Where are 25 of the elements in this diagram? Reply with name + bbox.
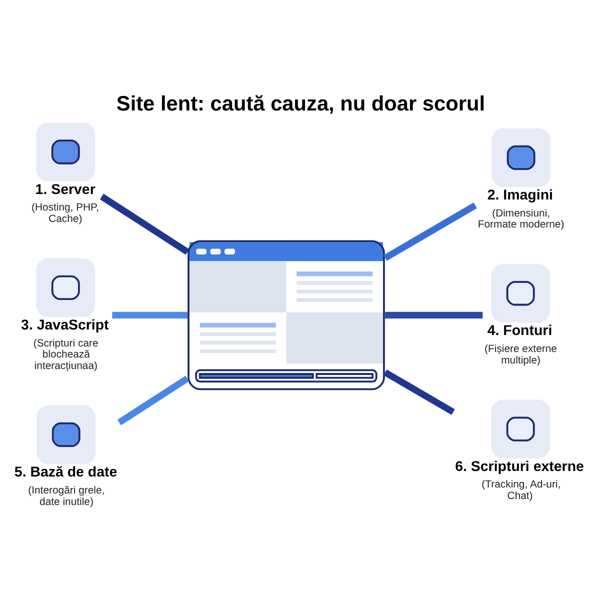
- node-label: 1. Server: [35, 182, 96, 198]
- node-label: (Hosting, PHP, Cache): [31, 202, 100, 226]
- node-label: (Fișiere externe multiple): [484, 344, 557, 366]
- connector: [383, 202, 477, 261]
- connector: [112, 312, 188, 318]
- node-box: [491, 400, 550, 458]
- node-label: 3. JavaScript: [21, 317, 109, 334]
- node-label: (Scripturi care blochează interacțiunaa): [33, 338, 98, 372]
- node-label: (Dimensiuni, Formate moderne): [478, 208, 564, 231]
- node-label: 2. Imagini: [487, 187, 553, 204]
- node-box: [36, 258, 96, 318]
- node-label: 4. Fonturi: [487, 323, 552, 340]
- node-box: [36, 122, 96, 182]
- node-label: (Interogări grele, date inutile): [28, 485, 105, 508]
- diagram-title: Site lent: caută cauza, nu doar scorul: [116, 92, 486, 116]
- node-label: 5. Bază de date: [14, 464, 118, 480]
- node-box: [492, 128, 550, 188]
- node-label: 6. Scripturi externe: [455, 458, 584, 475]
- connector: [100, 194, 190, 255]
- connector: [385, 312, 483, 318]
- connector: [117, 376, 190, 426]
- node-box: [36, 405, 96, 464]
- connector: [383, 369, 455, 415]
- node-box: [491, 264, 550, 323]
- node-label: (Tracking, Ad-uri, Chat): [482, 480, 561, 502]
